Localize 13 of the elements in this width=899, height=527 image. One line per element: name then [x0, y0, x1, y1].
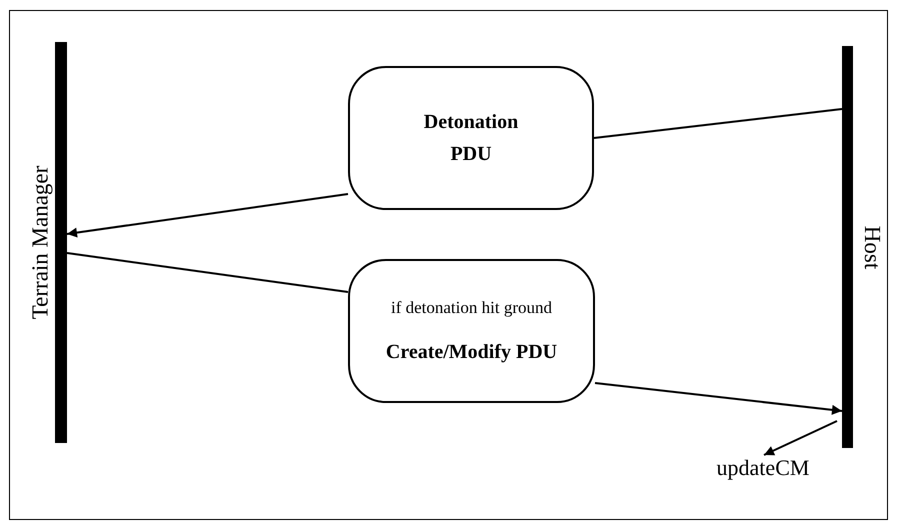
operation-label: updateCM — [716, 455, 810, 481]
condition-text: if detonation hit ground — [390, 298, 552, 318]
connector-line — [66, 252, 348, 293]
arrow — [594, 382, 842, 415]
message-name: Create/Modify PDU — [386, 340, 558, 364]
message-box — [348, 259, 595, 403]
arrow — [66, 193, 348, 238]
message-box — [348, 66, 594, 210]
arrow — [764, 420, 838, 456]
connector-line — [594, 108, 842, 139]
lifeline-label: Terrain Manager — [28, 166, 52, 320]
lifeline-label: Host — [860, 225, 884, 269]
message-name: Detonation PDU — [422, 110, 520, 167]
